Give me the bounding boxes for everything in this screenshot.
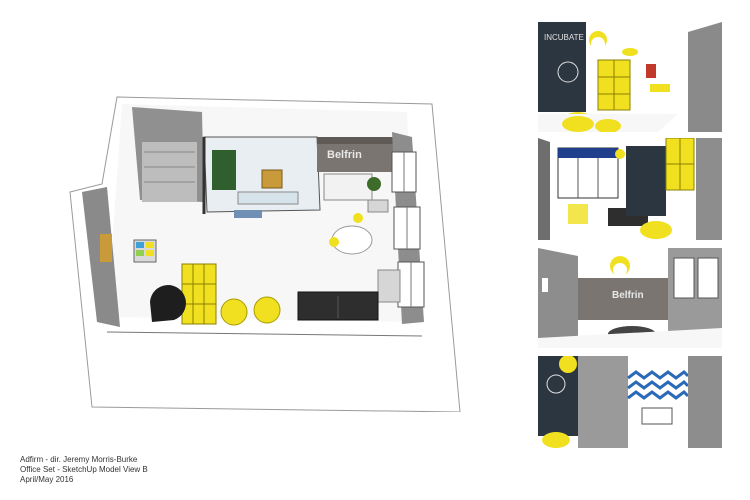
color-shelf bbox=[133, 239, 157, 263]
yellow-bookcase bbox=[181, 263, 217, 325]
bean-bag bbox=[253, 296, 281, 324]
caption-line-2: Office Set - SketchUp Model View B bbox=[20, 465, 148, 474]
thumbnail-view-4 bbox=[538, 356, 722, 448]
window-strip bbox=[234, 210, 262, 218]
thumbnail-view-3: Belfrin bbox=[538, 248, 722, 348]
green-cabinet bbox=[212, 150, 236, 190]
wall-logo-thumb: Belfrin bbox=[612, 290, 644, 301]
wall-art bbox=[100, 234, 112, 262]
chalkboard-circle bbox=[150, 285, 186, 322]
bench bbox=[367, 199, 389, 213]
thumbnail-view-2 bbox=[538, 138, 722, 240]
corridor-area bbox=[142, 142, 197, 202]
chalkboard-text: INCUBATE bbox=[544, 33, 584, 42]
model-view-main: Belfrin bbox=[62, 92, 462, 412]
armchair bbox=[261, 169, 283, 189]
wall-logo: Belfrin bbox=[327, 149, 362, 161]
sheet-caption: Adfirm - dir. Jeremy Morris-Burke Office… bbox=[20, 455, 148, 485]
caption-line-3: April/May 2016 bbox=[20, 475, 74, 484]
bean-bag bbox=[220, 298, 248, 326]
caption-line-1: Adfirm - dir. Jeremy Morris-Burke bbox=[20, 455, 138, 464]
yellow-chair bbox=[353, 213, 363, 223]
plant bbox=[367, 177, 381, 191]
yellow-chair bbox=[329, 237, 339, 247]
bench bbox=[377, 269, 401, 303]
glass-office bbox=[202, 136, 321, 218]
chalkboard bbox=[538, 22, 586, 112]
feature-wall: Belfrin bbox=[317, 137, 402, 172]
floor-plan-render: Belfrin bbox=[69, 96, 461, 412]
thumbnail-view-1: INCUBATE bbox=[538, 22, 722, 132]
kitchen-counter bbox=[323, 173, 373, 201]
